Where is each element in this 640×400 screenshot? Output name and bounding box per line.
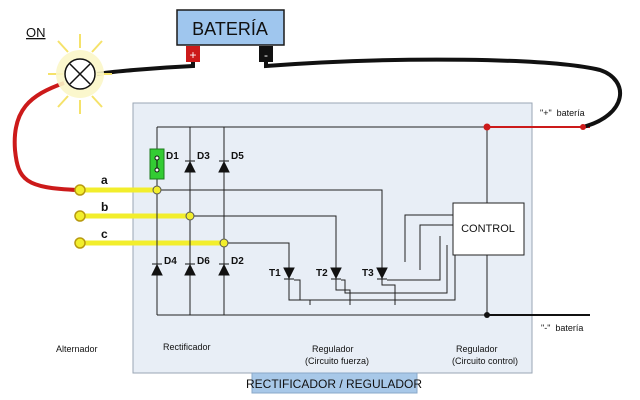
phase-a-terminal bbox=[74, 184, 86, 196]
battery-plus-symbol: + bbox=[189, 48, 196, 62]
section-regulador-control-2: (Circuito control) bbox=[452, 356, 518, 366]
diode-d1-label: D1 bbox=[166, 151, 179, 162]
junction-b bbox=[185, 211, 195, 221]
section-alternador: Alternador bbox=[56, 344, 98, 354]
thyristor-t2-icon bbox=[330, 267, 342, 280]
rectifier-wiring bbox=[156, 126, 488, 316]
battery-title: BATERÍA bbox=[192, 19, 268, 39]
diode-d3-label: D3 bbox=[197, 151, 210, 162]
thyristor-t1-label: T1 bbox=[269, 268, 281, 279]
positive-wire-lamp bbox=[96, 62, 195, 76]
lamp-cross-2 bbox=[69, 63, 91, 85]
diode-d4-icon bbox=[151, 263, 163, 276]
lamp-state-label: ON bbox=[26, 25, 46, 40]
battery-return-wire bbox=[264, 57, 623, 129]
battery-minus-symbol: - bbox=[264, 48, 268, 62]
phase-a-label: a bbox=[101, 173, 108, 187]
battery-plus-terminal bbox=[186, 46, 200, 62]
positive-junction-outer bbox=[580, 124, 586, 130]
section-regulador-fuerza-1: Regulador bbox=[312, 344, 354, 354]
thyristor-t3-icon bbox=[376, 267, 388, 280]
section-regulador-control-1: Regulador bbox=[456, 344, 498, 354]
battery-body bbox=[176, 9, 285, 46]
phase-b-terminal bbox=[74, 210, 86, 222]
diode-d5-label: D5 bbox=[231, 151, 244, 162]
module-title: RECTIFICADOR / REGULADOR bbox=[246, 377, 422, 391]
junction-a bbox=[152, 185, 162, 195]
positive-junction-inner bbox=[483, 123, 491, 131]
negative-output-label: "-" batería bbox=[541, 323, 583, 333]
phase-c-label: c bbox=[101, 227, 108, 241]
positive-wire-alternator bbox=[12, 81, 79, 192]
junction-c bbox=[219, 238, 229, 248]
section-regulador-fuerza-2: (Circuito fuerza) bbox=[305, 356, 369, 366]
thyristor-t1-icon bbox=[283, 267, 295, 280]
diode-d2-icon bbox=[218, 263, 230, 276]
diode-d4-label: D4 bbox=[164, 256, 177, 267]
control-label: CONTROL bbox=[461, 223, 515, 235]
diode-d5-icon bbox=[218, 160, 230, 173]
diode-d2-label: D2 bbox=[231, 256, 244, 267]
diode-d6-label: D6 bbox=[197, 256, 210, 267]
control-box bbox=[452, 202, 525, 256]
diode-d6-icon bbox=[184, 263, 196, 276]
positive-output-label: "+" batería bbox=[540, 108, 585, 118]
diode-d1-icon bbox=[154, 155, 160, 173]
module-title-bar bbox=[251, 372, 418, 394]
section-rectificador: Rectificador bbox=[163, 342, 211, 352]
thyristor-t2-label: T2 bbox=[316, 268, 328, 279]
battery-minus-terminal bbox=[259, 46, 273, 62]
thyristor-t3-label: T3 bbox=[362, 268, 374, 279]
phase-c-terminal bbox=[74, 237, 86, 249]
diode-d3-icon bbox=[184, 160, 196, 173]
phase-b-label: b bbox=[101, 200, 108, 214]
